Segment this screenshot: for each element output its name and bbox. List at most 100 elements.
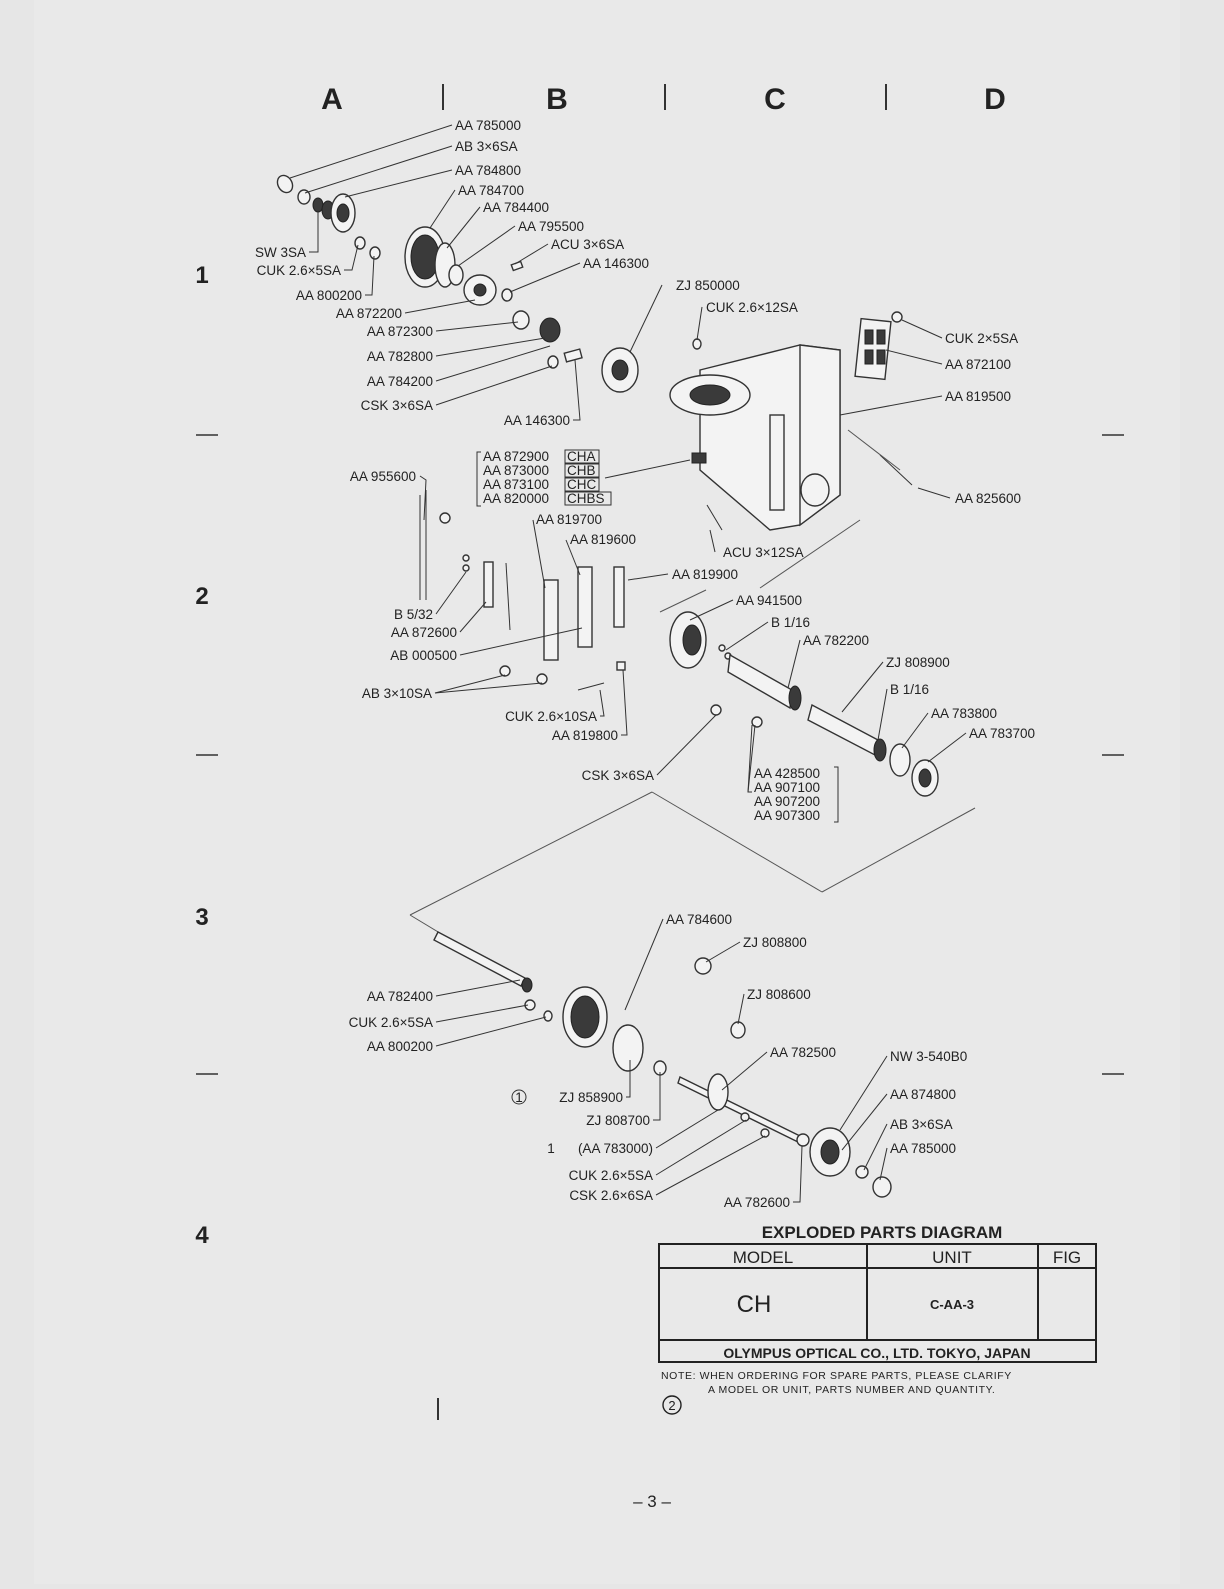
part-label: AA 872300 — [367, 324, 433, 339]
row-label-1: 1 — [195, 262, 208, 289]
part-label: AA 872100 — [945, 357, 1011, 372]
group-part: AA 907200 — [754, 794, 820, 809]
part-label: CSK 2.6×6SA — [569, 1188, 653, 1203]
column-separators — [437, 84, 887, 1420]
part-label: AA 941500 — [736, 593, 802, 608]
svg-text:1: 1 — [515, 1090, 523, 1105]
group-part: AA 872900 — [483, 449, 549, 464]
part-label: CUK 2.6×5SA — [349, 1015, 433, 1030]
set-screw-group: AA 428500 AA 907100 AA 907200 AA 907300 — [747, 724, 839, 823]
part-label: AA 784700 — [458, 183, 524, 198]
part-label: AA 784400 — [483, 200, 549, 215]
group-code: CHC — [567, 477, 596, 492]
order-note-line-2: A MODEL OR UNIT, PARTS NUMBER AND QUANTI… — [708, 1384, 995, 1396]
part-label: AA 819900 — [672, 567, 738, 582]
part-label: AA 819700 — [536, 512, 602, 527]
part-label: AA 782500 — [770, 1045, 836, 1060]
chassis-code-group: AA 872900 AA 873000 AA 873100 AA 820000 … — [476, 449, 612, 507]
sheet-mark: 2 — [668, 1398, 675, 1413]
part-label: CUK 2.6×10SA — [505, 709, 597, 724]
row-label-4: 4 — [195, 1222, 209, 1249]
part-label: AA 146300 — [583, 256, 649, 271]
group-part: AA 428500 — [754, 766, 820, 781]
group-code: CHBS — [567, 491, 605, 506]
part-label: ZJ 808700 — [586, 1113, 650, 1128]
part-label: CUK 2.6×12SA — [706, 300, 798, 315]
part-label: ZJ 850000 — [676, 278, 740, 293]
column-label-c: C — [764, 83, 786, 116]
part-label: CUK 2.6×5SA — [257, 263, 341, 278]
unit-value: C-AA-3 — [930, 1297, 974, 1312]
part-label: AB 3×6SA — [455, 139, 518, 154]
part-label: CUK 2.6×5SA — [569, 1168, 653, 1183]
part-label: ZJ 808800 — [743, 935, 807, 950]
part-label: B 1/16 — [771, 615, 810, 630]
part-label: AA 872200 — [336, 306, 402, 321]
company-name: OLYMPUS OPTICAL CO., LTD. TOKYO, JAPAN — [723, 1345, 1030, 1361]
page-number: – 3 – — [633, 1492, 671, 1511]
model-header: MODEL — [733, 1248, 793, 1267]
part-label: AA 785000 — [455, 118, 521, 133]
group-part: AA 873000 — [483, 463, 549, 478]
part-label: ZJ 808900 — [886, 655, 950, 670]
paper-sheet — [34, 0, 1180, 1584]
part-label: AA 782200 — [803, 633, 869, 648]
model-value: CH — [737, 1291, 772, 1318]
group-code: CHB — [567, 463, 596, 478]
part-label: CUK 2×5SA — [945, 331, 1018, 346]
title-block: EXPLODED PARTS DIAGRAM MODEL UNIT FIG CH… — [658, 1223, 1097, 1415]
column-label-a: A — [321, 83, 343, 116]
part-label: AA 784200 — [367, 374, 433, 389]
part-label: AA 785000 — [890, 1141, 956, 1156]
part-label: AA 819800 — [552, 728, 618, 743]
group-part: AA 907300 — [754, 808, 820, 823]
part-label: AB 000500 — [390, 648, 457, 663]
part-label: AA 819600 — [570, 532, 636, 547]
part-label: B 5/32 — [394, 607, 433, 622]
part-label: AA 782400 — [367, 989, 433, 1004]
circled-one-marker: 1 — [511, 1089, 527, 1105]
part-label: AA 825600 — [955, 491, 1021, 506]
part-label: AA 872600 — [391, 625, 457, 640]
diagram-heading: EXPLODED PARTS DIAGRAM — [762, 1223, 1003, 1242]
leader-lines — [289, 124, 967, 1203]
row-label-2: 2 — [195, 583, 208, 610]
group-part: AA 873100 — [483, 477, 549, 492]
fig-header: FIG — [1053, 1248, 1081, 1267]
part-label: AA 874800 — [890, 1087, 956, 1102]
part-label: AA 782600 — [724, 1195, 790, 1210]
part-label: AA 783800 — [931, 706, 997, 721]
row-label-3: 3 — [195, 904, 208, 931]
part-label: AB 3×10SA — [362, 686, 432, 701]
part-label: AA 800200 — [296, 288, 362, 303]
part-label: SW 3SA — [255, 245, 306, 260]
part-label: B 1/16 — [890, 682, 929, 697]
order-note-line-1: NOTE: WHEN ORDERING FOR SPARE PARTS, PLE… — [661, 1370, 1012, 1382]
part-label: CSK 3×6SA — [361, 398, 433, 413]
part-label: AA 800200 — [367, 1039, 433, 1054]
part-labels: AA 785000 AB 3×6SA AA 784800 AA 784700 A… — [255, 118, 1035, 1210]
gear-shaft-middle — [669, 611, 939, 797]
group-part: AA 907100 — [754, 780, 820, 795]
column-label-d: D — [984, 83, 1006, 116]
part-label: NW 3-540B0 — [890, 1049, 967, 1064]
row-separators — [196, 434, 1124, 1075]
part-label: ZJ 808600 — [747, 987, 811, 1002]
part-label: AA 783700 — [969, 726, 1035, 741]
part-label: ACU 3×6SA — [551, 237, 624, 252]
group-code: CHA — [567, 449, 596, 464]
unit-header: UNIT — [932, 1248, 972, 1267]
part-label: AA 782800 — [367, 349, 433, 364]
part-label: (AA 783000) — [578, 1141, 653, 1156]
rack-and-slide-parts — [419, 490, 626, 691]
part-label: AA 784600 — [666, 912, 732, 927]
part-label: AA 819500 — [945, 389, 1011, 404]
arm-housing — [669, 311, 913, 531]
part-label: CSK 3×6SA — [582, 768, 654, 783]
part-label: AA 955600 — [350, 469, 416, 484]
knob-assembly-upper — [276, 174, 639, 393]
group-part: AA 820000 — [483, 491, 549, 506]
column-label-b: B — [546, 83, 568, 116]
